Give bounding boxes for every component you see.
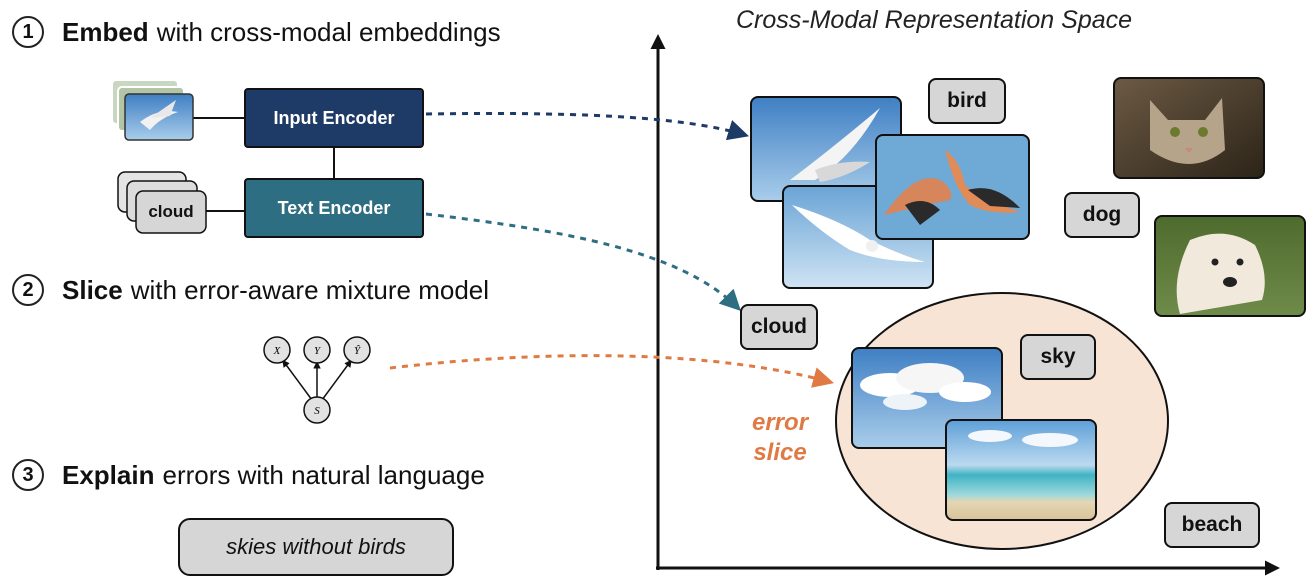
step-explain: 3 Explain errors with natural language: [12, 459, 485, 491]
node-yhat-label: Ŷ: [354, 345, 362, 357]
label-dog: dog: [1064, 192, 1140, 238]
step-embed: 1 Embed with cross-modal embeddings: [12, 16, 501, 48]
node-s: S: [303, 396, 331, 424]
text-stack-icon: [117, 171, 207, 234]
label-sky: sky: [1020, 334, 1096, 380]
text-encoder: Text Encoder: [244, 178, 424, 238]
image-stack-icon: [111, 79, 194, 141]
step-number: 3: [12, 459, 44, 491]
slice-arrow: [389, 354, 835, 388]
dog-image: [1154, 215, 1306, 317]
node-x: X: [263, 336, 291, 364]
error-slice-label-line: slice: [753, 439, 807, 466]
label-cloud: cloud: [740, 304, 818, 350]
node-y-label: Y: [314, 345, 322, 357]
space-title: Cross-Modal Representation Space: [736, 6, 1133, 34]
label-bird: bird: [928, 78, 1006, 124]
graphical-model: X Y Ŷ S: [263, 336, 371, 424]
input-encoder: Input Encoder: [244, 88, 424, 148]
text-stack-label: cloud: [148, 202, 194, 221]
step-verb: Embed: [62, 16, 149, 47]
step-description: with cross-modal embeddings: [156, 16, 501, 47]
beach-image: [945, 419, 1097, 521]
node-x-label: X: [273, 345, 282, 357]
step-slice: 2 Slice with error-aware mixture model: [12, 274, 489, 306]
error-slice-label-line: error: [752, 409, 809, 436]
label-beach: beach: [1164, 502, 1260, 548]
input-embedding-arrow: [425, 111, 750, 141]
step-verb: Slice: [62, 274, 123, 305]
step-number: 2: [12, 274, 44, 306]
node-s-label: S: [314, 405, 320, 417]
step-verb: Explain: [62, 459, 155, 490]
step-number: 1: [12, 16, 44, 48]
error-slice-label: error slice: [752, 408, 808, 468]
node-y: Y: [303, 336, 331, 364]
spoonbills-image: [875, 134, 1030, 240]
step-description: with error-aware mixture model: [130, 274, 490, 305]
node-yhat: Ŷ: [343, 336, 371, 364]
cat-image: [1113, 77, 1265, 179]
step-description: errors with natural language: [162, 459, 485, 490]
slice-explanation-box: skies without birds: [178, 518, 454, 576]
text-embedding-arrow: [425, 212, 741, 311]
